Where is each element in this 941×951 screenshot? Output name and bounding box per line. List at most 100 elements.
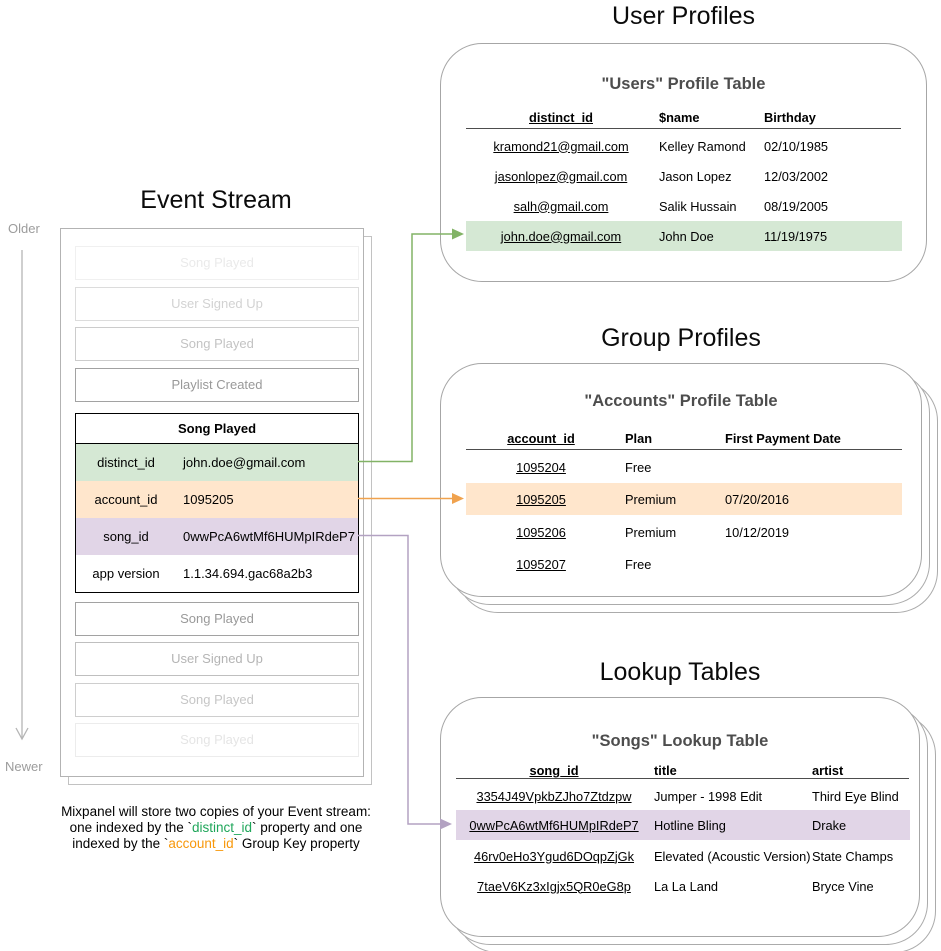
caption-line-1: Mixpanel will store two copies of your E…: [61, 804, 371, 819]
table-cell: Drake: [812, 817, 847, 833]
table-cell: Jason Lopez: [659, 168, 732, 184]
table-cell: 10/12/2019: [725, 524, 790, 540]
caption-distinct-id: distinct_id: [191, 820, 253, 835]
faded-event: Song Played: [75, 723, 359, 757]
column-header: song_id: [529, 762, 579, 778]
table-cell: Bryce Vine: [812, 878, 874, 894]
table-row: 46rv0eHo3Ygud6DOqpZjGk Elevated (Acousti…: [456, 841, 910, 871]
column-header: account_id: [507, 430, 575, 446]
table-cell: Salik Hussain: [659, 198, 737, 214]
property-key: account_id: [94, 492, 158, 507]
caption-line-3: indexed by the `account_id` Group Key pr…: [72, 836, 360, 851]
table-cell: 1095206: [516, 524, 566, 540]
property-value: 1095205: [183, 492, 234, 507]
table-cell: John Doe: [659, 228, 714, 244]
users-card-surface: "Users" Profile Table distinct_id $name …: [440, 43, 927, 282]
event-property-row-app-version: app version 1.1.34.694.gac68a2b3: [76, 555, 358, 592]
faded-event: Playlist Created: [75, 368, 359, 402]
user-profiles-title: User Profiles: [611, 2, 756, 30]
songs-header-row: song_id title artist: [456, 755, 910, 785]
faded-event: User Signed Up: [75, 287, 359, 321]
table-row-highlighted: 1095205 Premium 07/20/2016: [466, 483, 902, 515]
songs-card-title: "Songs" Lookup Table: [591, 732, 769, 750]
column-header: $name: [659, 109, 700, 125]
table-row: jasonlopez@gmail.com Jason Lopez 12/03/2…: [466, 161, 902, 191]
table-row: 1095206 Premium 10/12/2019: [466, 516, 902, 548]
table-cell: 1095207: [516, 556, 566, 572]
table-cell: Free: [625, 459, 652, 475]
property-key: song_id: [103, 529, 149, 544]
table-row: 1095204 Free: [466, 451, 902, 483]
event-card: Song Played distinct_id john.doe@gmail.c…: [75, 413, 359, 593]
column-header: Birthday: [764, 109, 816, 125]
table-cell: Kelley Ramond: [659, 138, 746, 154]
table-row: kramond21@gmail.com Kelley Ramond 02/10/…: [466, 131, 902, 161]
table-cell: 08/19/2005: [764, 198, 829, 214]
table-cell: 0wwPcA6wtMf6HUMpIRdeP7: [469, 817, 639, 833]
table-row: 1095207 Free: [466, 548, 902, 580]
header-rule: [466, 128, 901, 129]
caption: Mixpanel will store two copies of your E…: [26, 804, 406, 852]
table-cell: Jumper - 1998 Edit: [654, 788, 763, 804]
lookup-tables-title: Lookup Tables: [599, 658, 761, 686]
table-row-highlighted: 0wwPcA6wtMf6HUMpIRdeP7 Hotline Bling Dra…: [456, 810, 910, 840]
table-cell: salh@gmail.com: [513, 198, 609, 214]
newer-label: Newer: [5, 759, 43, 774]
table-cell: kramond21@gmail.com: [493, 138, 629, 154]
table-cell: 7taeV6Kz3xIgjx5QR0eG8p: [477, 878, 631, 894]
faded-event: Song Played: [75, 246, 359, 280]
event-card-title: Song Played: [76, 414, 358, 444]
table-cell: john.doe@gmail.com: [500, 228, 622, 244]
accounts-profile-card: "Accounts" Profile Table account_id Plan…: [440, 363, 938, 613]
caption-account-id: account_id: [168, 836, 234, 851]
event-stream-panel: Song Played User Signed Up Song Played P…: [60, 228, 364, 777]
column-header: artist: [812, 762, 844, 778]
songs-lookup-card: "Songs" Lookup Table song_id title artis…: [440, 697, 936, 951]
column-header: title: [654, 762, 677, 778]
table-row: salh@gmail.com Salik Hussain 08/19/2005: [466, 191, 902, 221]
table-cell: Hotline Bling: [654, 817, 726, 833]
users-header-row: distinct_id $name Birthday: [466, 102, 902, 132]
table-cell: Elevated (Acoustic Version): [654, 848, 811, 864]
header-rule: [456, 778, 909, 779]
event-property-row-song-id: song_id 0wwPcA6wtMf6HUMpIRdeP7: [76, 518, 358, 555]
table-cell: 12/03/2002: [764, 168, 829, 184]
table-cell: 02/10/1985: [764, 138, 829, 154]
table-cell: Free: [625, 556, 652, 572]
column-header: Plan: [625, 430, 653, 446]
table-cell: 1095205: [516, 491, 566, 507]
table-cell: State Champs: [812, 848, 894, 864]
header-rule: [466, 449, 902, 450]
table-cell: La La Land: [654, 878, 719, 894]
accounts-card-surface: "Accounts" Profile Table account_id Plan…: [440, 363, 922, 597]
timeline-arrowhead-icon: [15, 727, 29, 741]
faded-event: User Signed Up: [75, 642, 359, 676]
caption-line-2: one indexed by the `distinct_id` propert…: [69, 820, 363, 835]
table-row-highlighted: john.doe@gmail.com John Doe 11/19/1975: [466, 221, 902, 251]
event-property-row-distinct-id: distinct_id john.doe@gmail.com: [76, 444, 358, 481]
table-row: 3354J49VpkbZJho7Ztdzpw Jumper - 1998 Edi…: [456, 781, 910, 811]
column-header: First Payment Date: [725, 430, 841, 446]
faded-event: Song Played: [75, 602, 359, 636]
group-profiles-title: Group Profiles: [601, 324, 761, 352]
songs-card-surface: "Songs" Lookup Table song_id title artis…: [440, 697, 920, 937]
column-header: distinct_id: [529, 109, 593, 125]
table-cell: 11/19/1975: [764, 228, 828, 244]
table-cell: Third Eye Blind: [812, 788, 899, 804]
property-key: distinct_id: [97, 455, 155, 470]
property-value: john.doe@gmail.com: [183, 455, 306, 470]
faded-event: Song Played: [75, 327, 359, 361]
property-value: 1.1.34.694.gac68a2b3: [183, 566, 313, 581]
event-stream-box: Song Played User Signed Up Song Played P…: [60, 228, 372, 785]
event-property-row-account-id: account_id 1095205: [76, 481, 358, 518]
table-cell: jasonlopez@gmail.com: [494, 168, 628, 184]
faded-event: Song Played: [75, 683, 359, 717]
table-cell: 1095204: [516, 459, 566, 475]
accounts-header-row: account_id Plan First Payment Date: [466, 422, 902, 454]
table-cell: Premium: [625, 491, 677, 507]
older-label: Older: [8, 221, 40, 236]
table-cell: 3354J49VpkbZJho7Ztdzpw: [476, 788, 632, 804]
users-card-title: "Users" Profile Table: [601, 75, 766, 93]
users-profile-card: "Users" Profile Table distinct_id $name …: [440, 43, 927, 282]
table-row: 7taeV6Kz3xIgjx5QR0eG8p La La Land Bryce …: [456, 871, 910, 901]
